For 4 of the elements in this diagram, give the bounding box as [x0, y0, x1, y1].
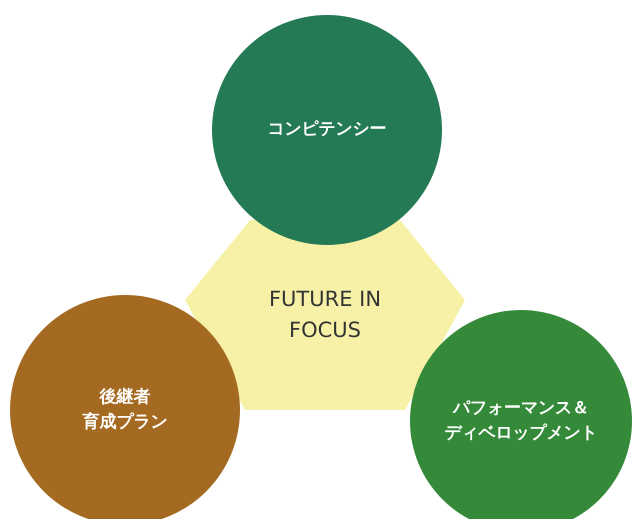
node-label: FUTURE IN FOCUS: [268, 286, 382, 344]
node-label: 後継者育成プラン: [82, 386, 168, 434]
node-label: パフォーマンス＆ディベロップメント: [444, 396, 598, 445]
node-label: コンピテンシー: [268, 118, 386, 142]
